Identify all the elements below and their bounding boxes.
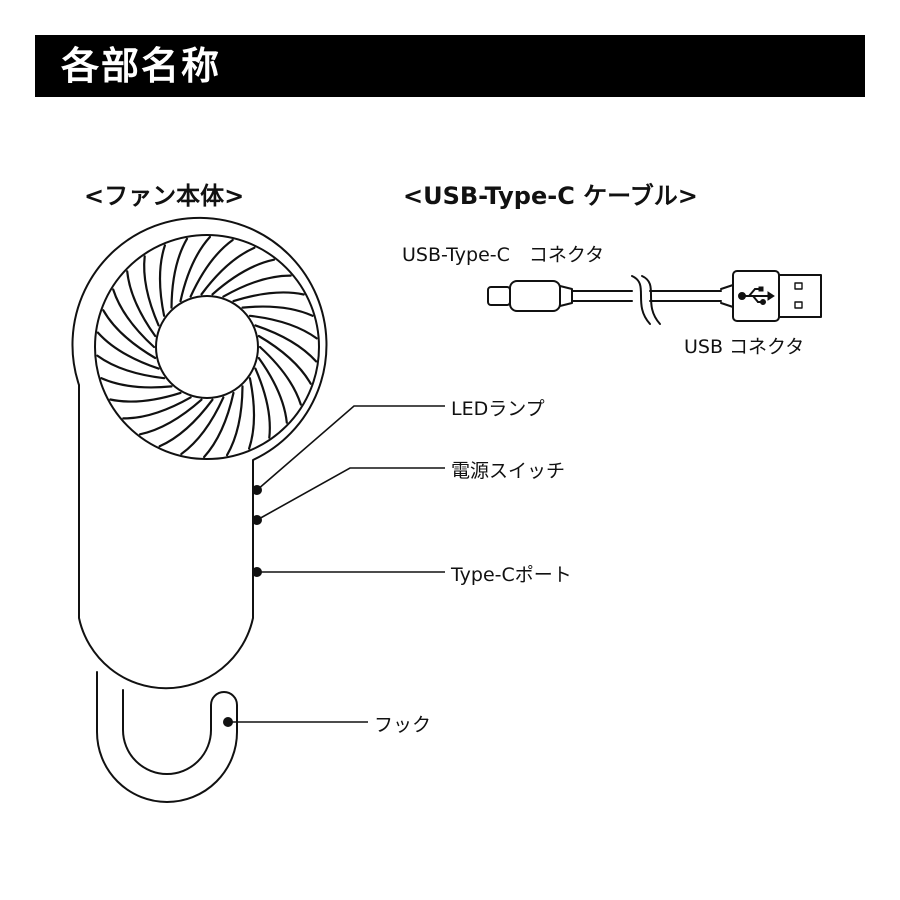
fan-spoke bbox=[96, 331, 160, 370]
type-c-connector-label: USB-Type-C コネクタ bbox=[402, 244, 605, 266]
hook-label: フック bbox=[374, 714, 432, 736]
fan-spoke bbox=[179, 235, 211, 303]
fan-spoke bbox=[102, 309, 157, 360]
usb-strain-relief bbox=[720, 284, 734, 308]
led-lamp-label: LEDランプ bbox=[451, 398, 545, 420]
fan-spoke bbox=[96, 354, 166, 380]
fan-body-outline bbox=[71, 216, 328, 690]
hook-outline bbox=[96, 671, 238, 803]
led-lamp-dot bbox=[252, 485, 262, 495]
type-c-port-label: Type-Cポート bbox=[451, 564, 572, 586]
fan-spoke bbox=[158, 244, 166, 317]
fan-spoke bbox=[143, 255, 160, 327]
section-header: 各部名称 bbox=[35, 35, 865, 97]
fan-outer-ring bbox=[94, 234, 320, 460]
fan-spoke bbox=[254, 367, 271, 439]
fan-spoke bbox=[200, 246, 256, 296]
leader-led-lamp bbox=[256, 405, 445, 491]
fan-spoke bbox=[211, 258, 276, 296]
type-c-strain-relief bbox=[559, 285, 573, 307]
fan-spokes bbox=[96, 235, 318, 459]
usb-connector-label: USB コネクタ bbox=[684, 336, 805, 358]
fan-spoke bbox=[248, 377, 256, 450]
power-switch-dot bbox=[252, 515, 262, 525]
leader-power-switch bbox=[256, 467, 445, 521]
fan-spoke bbox=[138, 398, 203, 436]
fan-spoke bbox=[203, 391, 235, 459]
fan-spoke bbox=[225, 385, 244, 457]
fan-spoke bbox=[232, 291, 305, 303]
cable-break-mark bbox=[631, 275, 651, 325]
fan-spoke bbox=[112, 288, 156, 349]
power-switch-label: 電源スイッチ bbox=[451, 460, 566, 482]
fan-spoke bbox=[257, 356, 288, 424]
usb-cable-heading: <USB-Type-C ケーブル> bbox=[403, 182, 698, 210]
usb-trident-icon bbox=[738, 286, 775, 305]
fan-spoke bbox=[248, 314, 318, 340]
fan-spoke bbox=[254, 324, 318, 363]
fan-spoke bbox=[122, 396, 192, 420]
fan-spoke bbox=[241, 305, 314, 317]
fan-spoke bbox=[222, 274, 292, 298]
fan-spoke bbox=[109, 391, 182, 403]
fan-spoke bbox=[100, 377, 173, 389]
type-c-port-dot bbox=[252, 567, 262, 577]
fan-spoke bbox=[189, 238, 234, 298]
type-c-connector-body bbox=[509, 280, 561, 312]
fan-spoke bbox=[258, 345, 302, 406]
fan-spoke bbox=[126, 270, 157, 338]
type-c-connector-tip bbox=[487, 286, 511, 306]
page-title: 各部名称 bbox=[61, 44, 222, 88]
usb-connector-plug bbox=[778, 274, 822, 318]
fan-spoke bbox=[158, 398, 214, 448]
hook-dot bbox=[223, 717, 233, 727]
fan-spoke bbox=[170, 237, 189, 309]
fan-body-heading: <ファン本体> bbox=[84, 182, 245, 210]
fan-spoke bbox=[180, 396, 225, 456]
fan-hub-ring bbox=[155, 295, 259, 399]
fan-spoke bbox=[257, 334, 312, 385]
